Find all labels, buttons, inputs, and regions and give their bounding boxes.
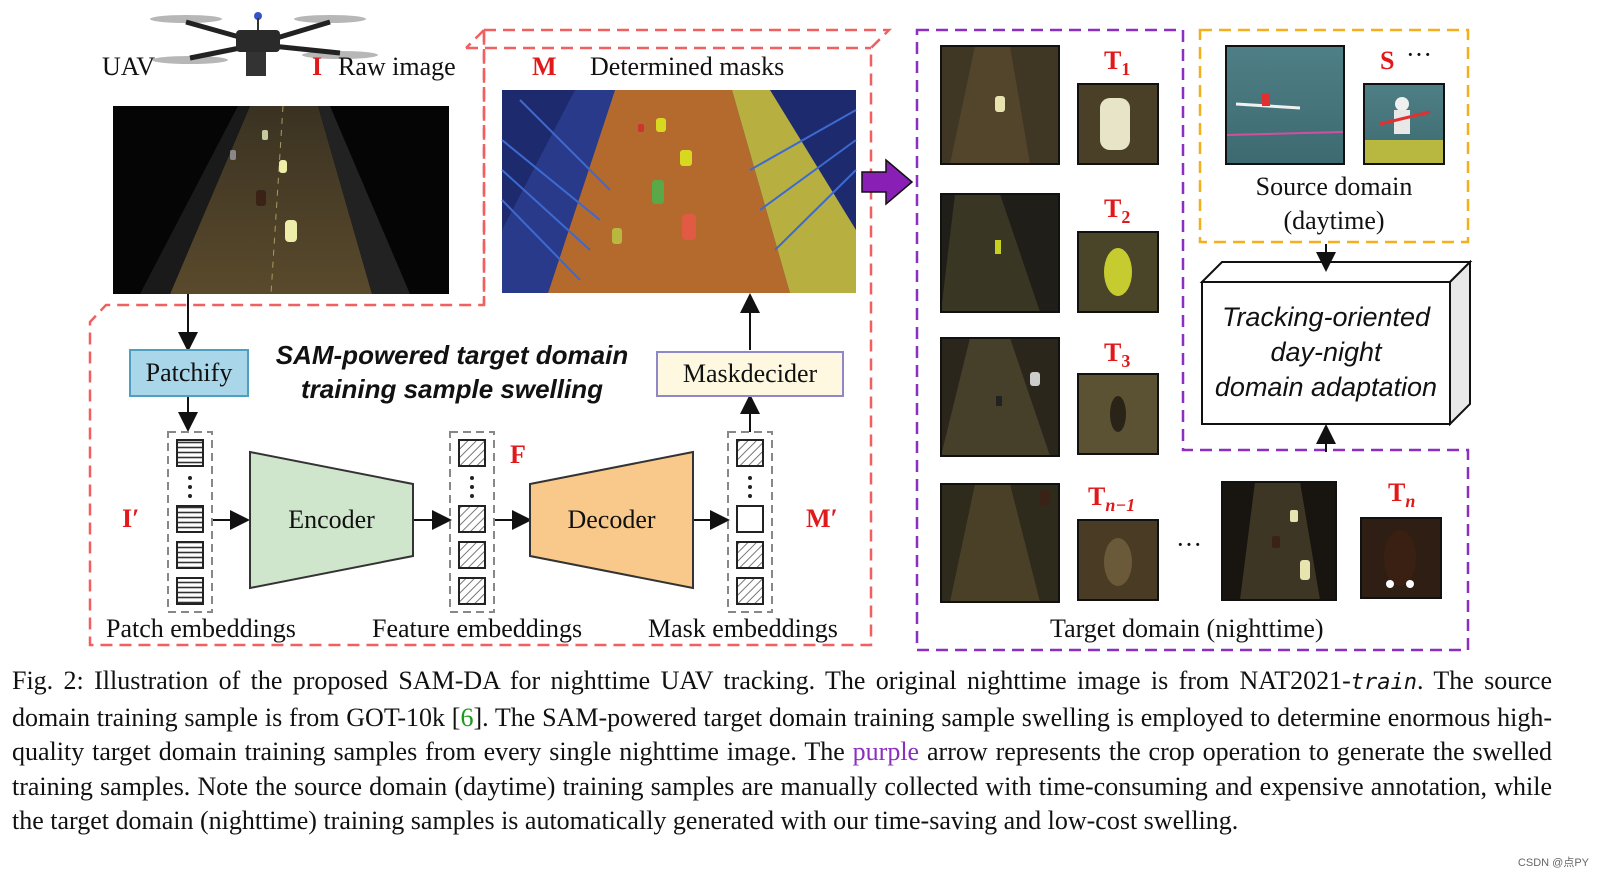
swelling-title-line1: SAM-powered target domain [275,340,629,370]
decoder-shape [529,450,694,590]
decoder-label: Decoder [567,505,656,534]
tracking-box [1199,259,1473,427]
caption-part1: Fig. 2: Illustration of the proposed SAM… [12,666,1351,695]
target-domain-outline [915,28,1470,652]
source-symbol: S [1380,46,1395,75]
swelling-title: SAM-powered target domain training sampl… [252,338,652,406]
tracking-line3: domain adaptation [1214,372,1438,402]
caption-italic-train: train [1350,670,1417,695]
determined-masks-image [501,90,857,293]
target-samples [941,46,1441,602]
target-ellipsis: ··· [1176,530,1202,559]
feature-embeddings-label: Feature embeddings [372,614,583,643]
encoder-label: Encoder [288,505,375,534]
mask-embeddings-label: Mask embeddings [648,614,838,643]
mask-symbol: M′ [806,504,838,533]
masks-label: Determined masks [590,52,785,81]
masks-symbol: M [532,52,557,81]
patch-symbol: I′ [122,504,140,533]
encoder-shape [249,450,414,590]
sam-block-outline [88,28,893,647]
raw-night-image [113,105,449,295]
maskdecider-box [656,351,844,397]
source-domain-label: Source domain (daytime) [1220,170,1448,238]
source-samples [1225,46,1444,164]
figure-caption: Fig. 2: Illustration of the proposed SAM… [12,664,1552,839]
t1-label: T1 [1104,46,1131,79]
raw-image-symbol: I [312,52,323,81]
feature-embeddings-column [449,431,495,613]
caption-part2: . The source domain training sample is f… [12,666,1552,732]
tracking-line1: Tracking-oriented [1221,302,1431,332]
patch-embeddings-label: Patch embeddings [106,614,296,643]
caption-reference-link[interactable]: 6 [460,702,474,732]
t3-label: T3 [1104,338,1131,371]
tn-label: Tn [1388,478,1416,511]
source-label-line2: (daytime) [1283,206,1385,235]
mask-embeddings-column [727,431,773,613]
caption-part4: arrow represents the crop operation to g… [12,737,1552,836]
crop-arrow-icon [861,158,914,206]
caption-part3: ]. The SAM-powered target domain trainin… [12,702,1552,767]
patch-embeddings-column [167,431,213,613]
target-domain-label: Target domain (nighttime) [1050,614,1324,643]
caption-purple-word: purple [852,737,920,767]
source-ellipsis: ··· [1406,40,1432,69]
swelling-title-line2: training sample swelling [301,374,603,404]
t2-label: T2 [1104,194,1131,227]
source-label-line1: Source domain [1255,172,1413,201]
feature-symbol: F [510,440,526,469]
tn1-label: Tn−1 [1088,482,1136,515]
raw-image-label: Raw image [338,52,456,81]
uav-drone-icon [150,12,378,76]
uav-label: UAV [102,52,155,81]
tracking-line2: day-night [1270,337,1382,367]
maskdecider-label: Maskdecider [682,359,818,388]
patchify-box [129,349,249,397]
patchify-label: Patchify [145,358,233,387]
source-domain-outline [1198,28,1470,244]
watermark: CSDN @点PY [1517,857,1589,869]
tracking-label: Tracking-oriented day-night domain adapt… [1202,300,1450,405]
